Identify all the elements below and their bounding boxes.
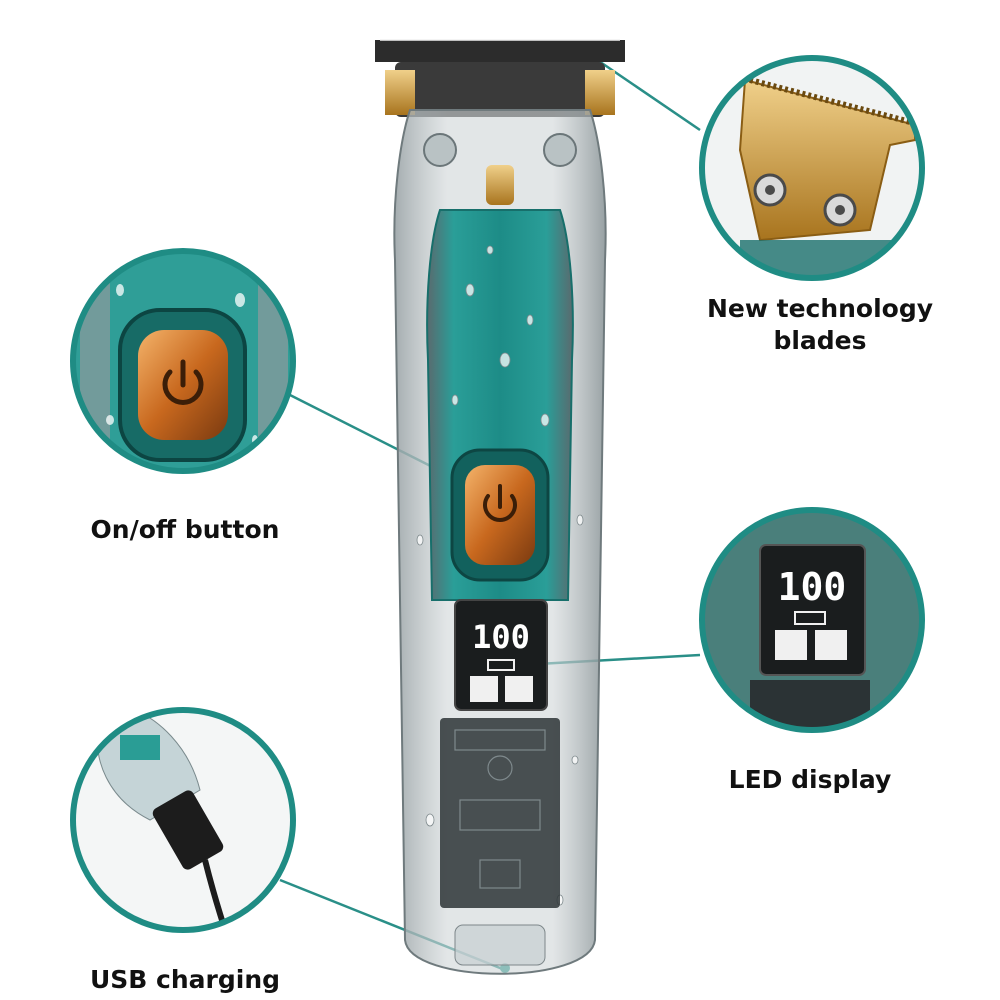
display-label: LED display [710,764,910,796]
trimmer-body: 100 [375,39,625,975]
usb-cable-icon [152,790,238,930]
button-label: On/off button [70,514,300,546]
usb-label: USB charging [70,964,300,996]
usb-label-line-1: USB charging [89,965,281,994]
led-display-icon: 100 [778,565,847,609]
blades-callout-line [589,53,701,132]
blades-label-line-2: blades [773,326,867,355]
blades-label: New technology blades [700,293,940,357]
blades-zoom-circle [699,55,925,281]
display-zoom-circle: 100 [699,507,925,733]
button-label-line-1: On/off button [90,515,280,544]
display-label-line-1: LED display [728,765,892,794]
usb-zoom-circle [70,707,296,933]
button-zoom-circle [70,248,296,474]
led-digits: 100 [472,618,530,656]
power-symbol-icon [483,484,517,522]
blades-label-line-1: New technology [706,294,934,323]
